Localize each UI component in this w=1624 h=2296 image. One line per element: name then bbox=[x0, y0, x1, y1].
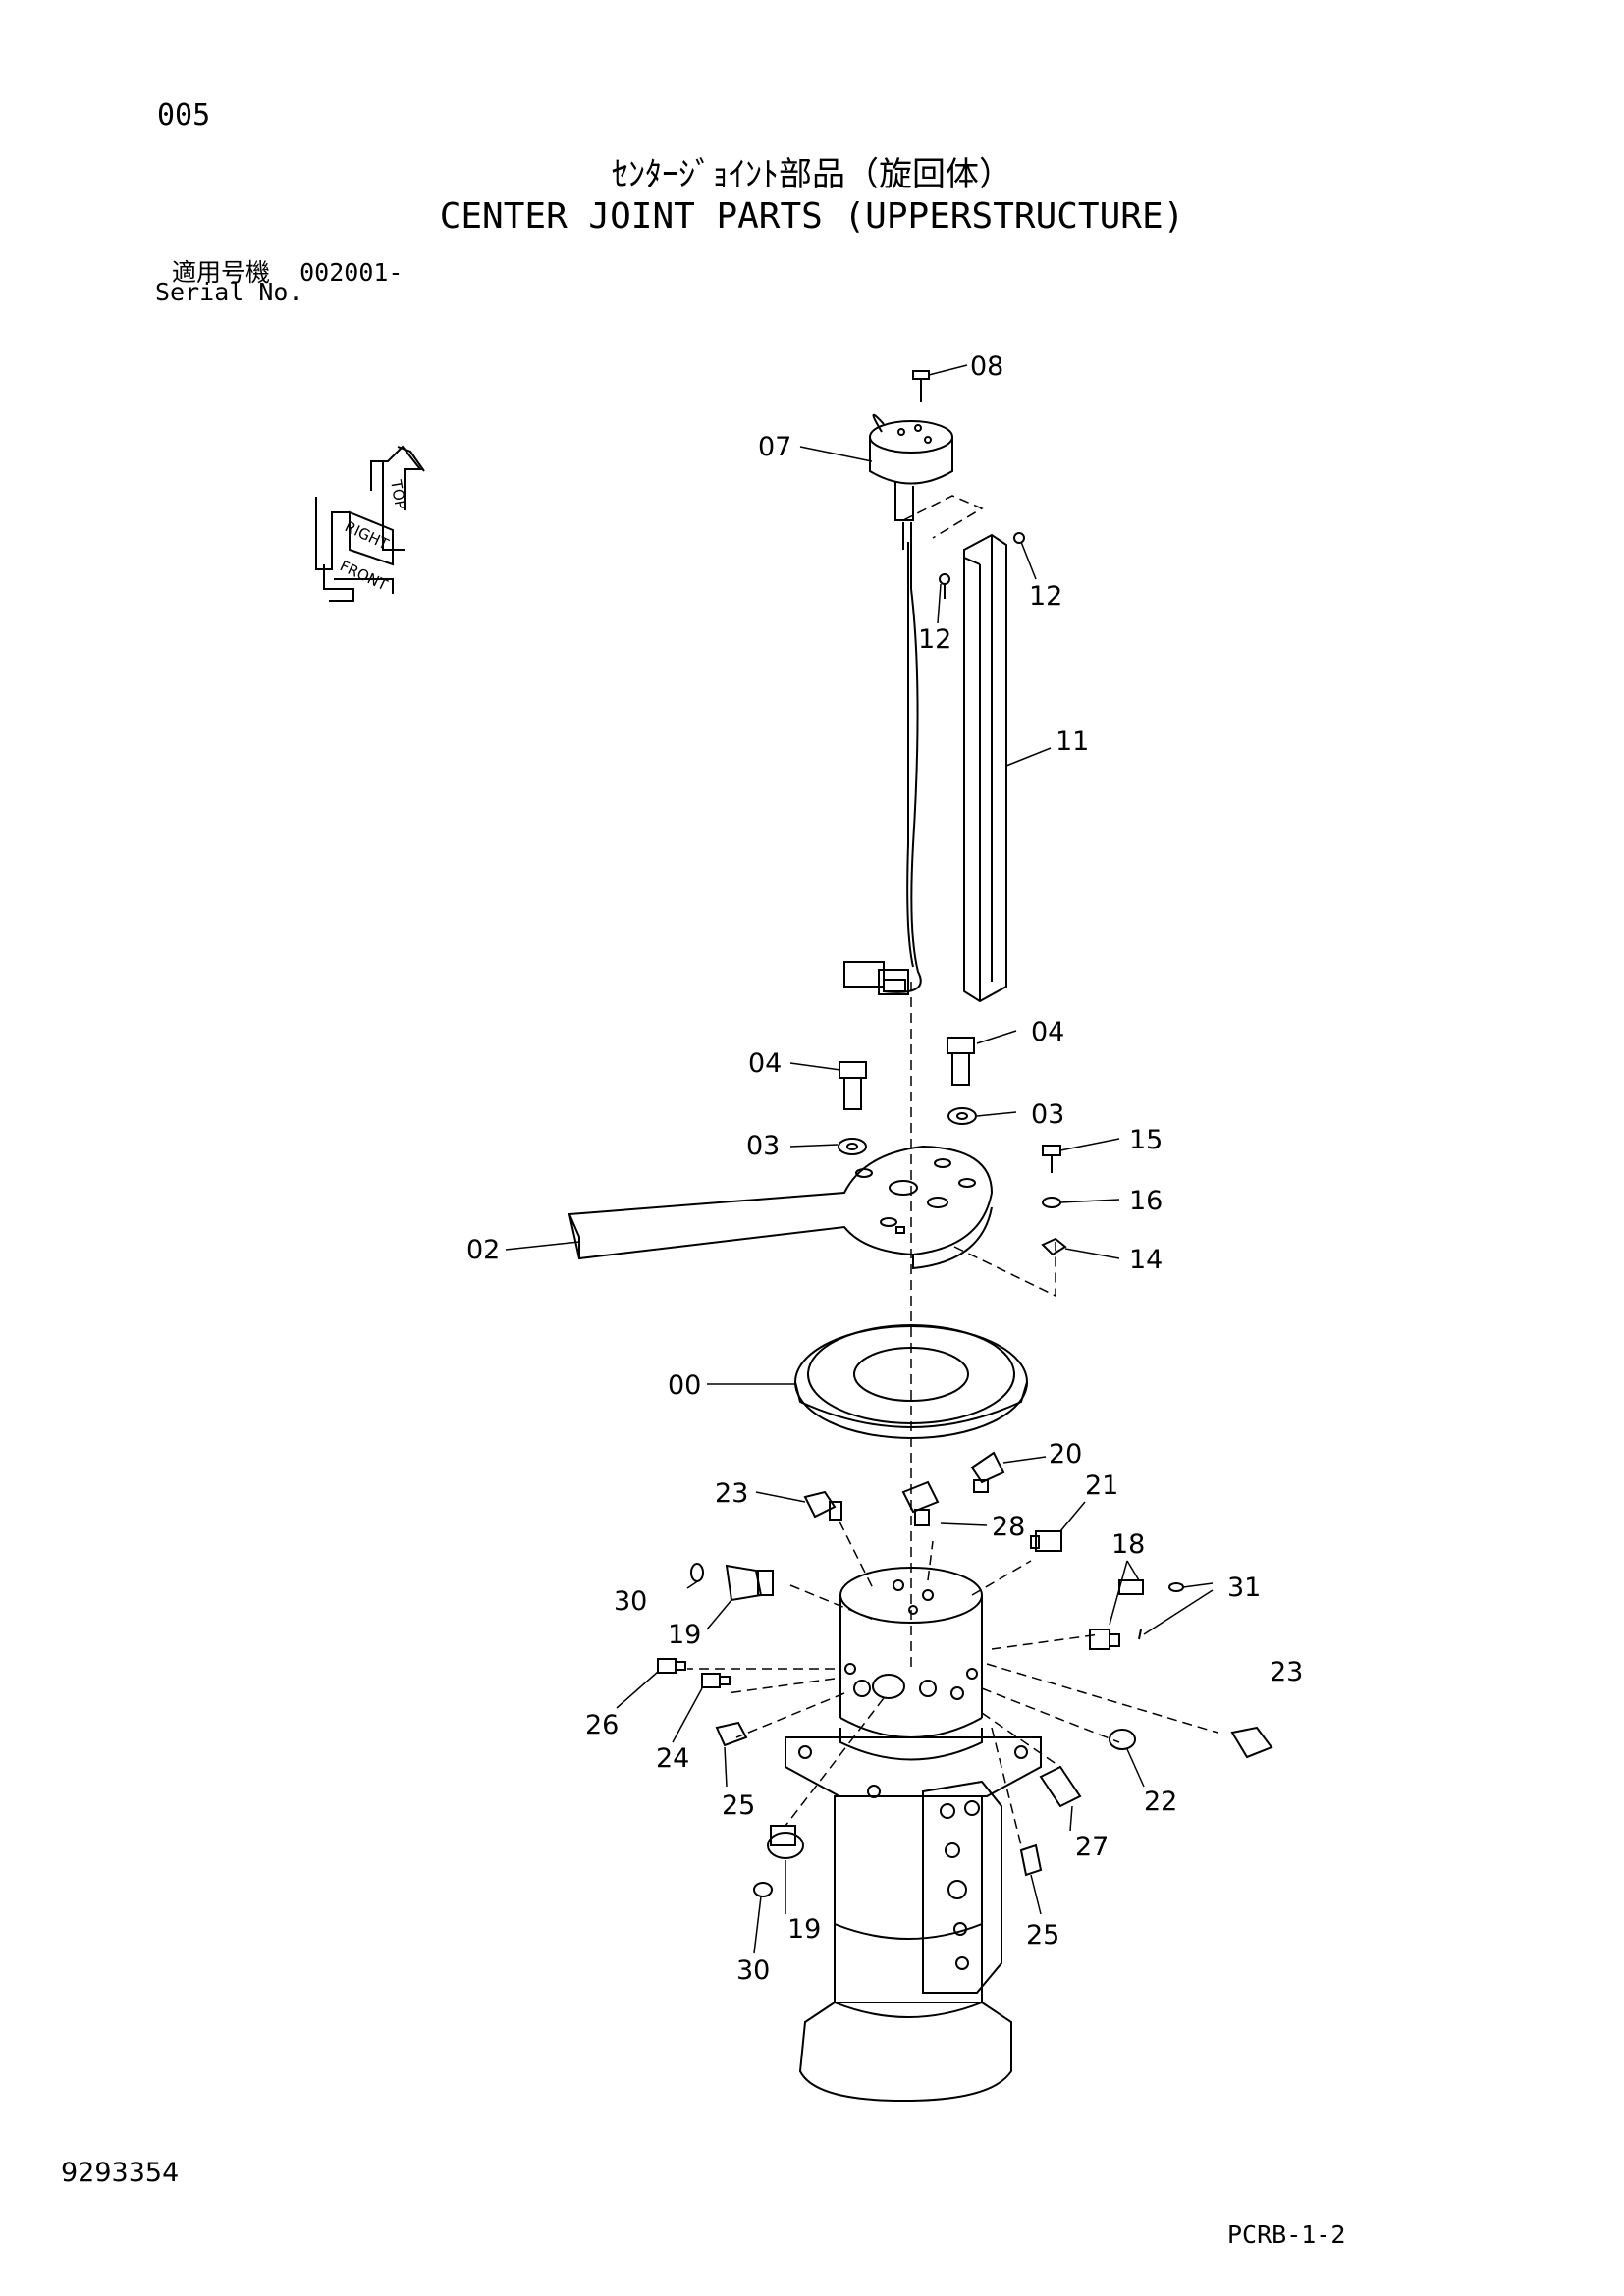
sensor-07 bbox=[869, 413, 953, 521]
callout-11: 11 bbox=[1056, 726, 1089, 757]
callout-27: 27 bbox=[1075, 1832, 1109, 1862]
serial-value: 002001- bbox=[299, 258, 404, 287]
adapter-19-top bbox=[725, 1564, 774, 1602]
screw-12 bbox=[939, 532, 1025, 599]
center-joint-body bbox=[785, 1567, 1042, 2103]
serial-label-jp: 適用号機 bbox=[172, 258, 271, 287]
serial-range: 適用号機 002001- bbox=[172, 253, 403, 289]
fitting-25-left bbox=[715, 1721, 748, 1747]
orientation-top-label: TOP bbox=[387, 478, 409, 511]
callout-00: 00 bbox=[668, 1370, 701, 1401]
bolt-15-washer-16-nut-14 bbox=[1041, 1145, 1067, 1256]
callout-03-right: 03 bbox=[1031, 1099, 1064, 1130]
fitting-27 bbox=[1039, 1765, 1082, 1808]
callout-20: 20 bbox=[1049, 1439, 1082, 1469]
callout-12-right: 12 bbox=[1029, 581, 1062, 612]
fitting-23 bbox=[803, 1490, 842, 1521]
callout-25-left: 25 bbox=[722, 1790, 755, 1821]
callout-04-left: 04 bbox=[748, 1048, 782, 1079]
callout-30-bottom: 30 bbox=[736, 1955, 770, 1986]
page-number: 005 bbox=[157, 98, 211, 133]
callout-14: 14 bbox=[1129, 1245, 1163, 1275]
fitting-28 bbox=[901, 1480, 940, 1526]
callout-07: 07 bbox=[758, 432, 791, 462]
callout-03-left: 03 bbox=[746, 1131, 780, 1161]
callout-23-right: 23 bbox=[1270, 1657, 1303, 1687]
callout-labels: 08 07 12 12 11 04 04 03 03 15 16 14 02 0… bbox=[466, 351, 1303, 1986]
fitting-23-right bbox=[1230, 1726, 1273, 1759]
fitting-25-right bbox=[1019, 1843, 1043, 1877]
bolt-08 bbox=[912, 370, 930, 402]
callout-30-top: 30 bbox=[614, 1586, 647, 1617]
plate-02 bbox=[568, 1145, 994, 1270]
reference-code: PCRB-1-2 bbox=[1227, 2220, 1346, 2249]
washer-03 bbox=[838, 1107, 977, 1155]
callout-16: 16 bbox=[1129, 1186, 1163, 1216]
leader-lines bbox=[505, 364, 1214, 1954]
orientation-symbol bbox=[315, 445, 425, 602]
sensor-cable bbox=[883, 522, 922, 993]
callout-18: 18 bbox=[1111, 1529, 1145, 1560]
callout-24: 24 bbox=[656, 1743, 689, 1774]
callout-22: 22 bbox=[1144, 1787, 1177, 1817]
oring-30-bottom bbox=[753, 1882, 773, 1897]
fitting-18 bbox=[1089, 1579, 1144, 1650]
callout-23-left: 23 bbox=[715, 1478, 748, 1509]
callout-28: 28 bbox=[992, 1512, 1025, 1542]
callout-31: 31 bbox=[1227, 1573, 1261, 1603]
callout-12-left: 12 bbox=[918, 624, 951, 655]
oring-31 bbox=[1138, 1582, 1184, 1640]
bracket-11 bbox=[963, 533, 1007, 1003]
fitting-20 bbox=[970, 1451, 1005, 1493]
callout-19-top: 19 bbox=[668, 1620, 701, 1650]
assembly-guide-lines bbox=[687, 495, 1218, 1846]
fitting-21 bbox=[1030, 1530, 1062, 1552]
fitting-26 bbox=[657, 1658, 686, 1674]
callout-25-right: 25 bbox=[1026, 1920, 1059, 1950]
callout-04-right: 04 bbox=[1031, 1017, 1064, 1047]
fitting-24 bbox=[701, 1673, 731, 1688]
callout-21: 21 bbox=[1085, 1470, 1118, 1501]
title-english: CENTER JOINT PARTS (UPPERSTRUCTURE) bbox=[439, 196, 1185, 237]
fitting-22 bbox=[1109, 1729, 1136, 1750]
callout-26: 26 bbox=[585, 1710, 619, 1740]
serial-label-en: Serial No. bbox=[155, 278, 303, 306]
document-number: 9293354 bbox=[61, 2158, 180, 2188]
connector bbox=[843, 961, 909, 995]
callout-02: 02 bbox=[466, 1235, 500, 1265]
seal-ring-00 bbox=[794, 1324, 1028, 1439]
bolt-04 bbox=[839, 1037, 975, 1110]
callout-15: 15 bbox=[1129, 1125, 1163, 1155]
callout-08: 08 bbox=[970, 351, 1003, 382]
adapter-19-bottom bbox=[767, 1825, 804, 1859]
oring-30-top bbox=[690, 1563, 704, 1582]
title-japanese: ｾﾝﾀｰｼﾞｮｲﾝﾄ部品（旋回体） bbox=[612, 155, 1012, 194]
callout-19-bottom: 19 bbox=[787, 1914, 821, 1945]
